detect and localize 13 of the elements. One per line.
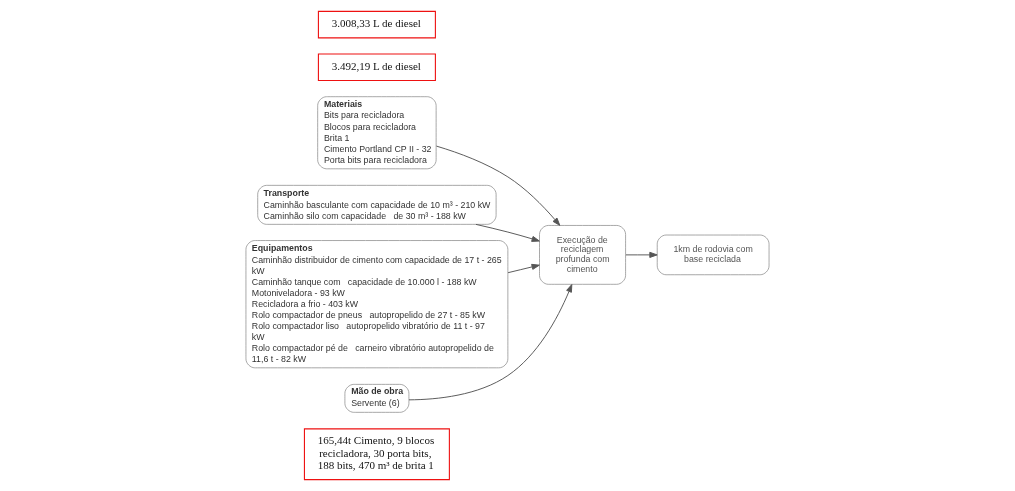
node-box: 3.008,33 L de diesel <box>317 10 436 39</box>
node-box: Transporte Caminhão basculante com capacidade de 10 m³ - 210 kW Caminhão silo com capacidade de 30 m³ - 188 kW <box>257 185 497 225</box>
arrow <box>435 145 561 226</box>
node-box: 1km de rodovia com base reciclada <box>656 234 770 276</box>
node-box: 165,44t Cimento, 9 blocos recicladora, 30 porta bits, 188 bits, 470 m³ de brita 1 <box>303 428 450 481</box>
node-box: Materiais Bits para recicladora Blocos para recicladora Brita 1 Cimento Portland CP II - 32 Porta bits para recicladora <box>317 96 437 170</box>
arrow <box>507 263 540 274</box>
node-box: Execução de reciclagem profunda com cimento <box>539 225 626 285</box>
arrow <box>408 284 573 401</box>
arrow <box>625 251 658 258</box>
node-box: Mão de obra Servente (6) <box>344 384 410 413</box>
node-box: 3.492,19 L de diesel <box>317 53 436 82</box>
node-box: Equipamentos Caminhão distribuidor de cimento com capacidade de 17 t - 265 kW Caminhão tanque com capacidade de 10.000 l - 188 kW Motoniveladora - 93 kW Recicladora a frio - 403 kW Rolo compactador de pneus autopropelido de 27 t - 85 kW Rolo compactador liso autopropelido vibratório de 11 t - 97 kW Rolo compactador pé de carneiro vibratório autopropelido de 11,6 t - 82 kW <box>245 240 509 369</box>
